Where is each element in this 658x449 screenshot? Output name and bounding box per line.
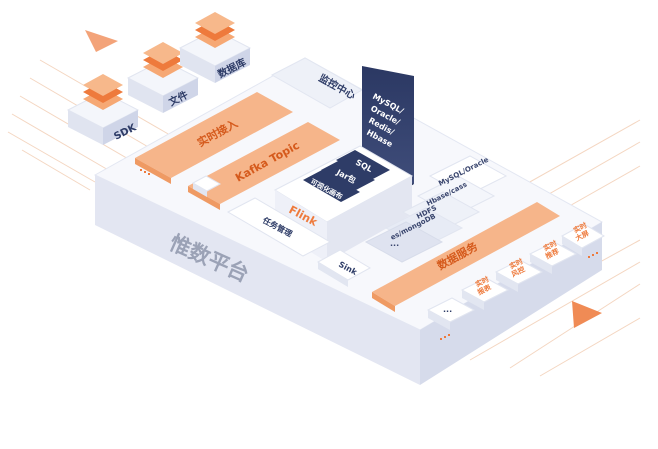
decor-arrow-left — [85, 30, 118, 52]
kafka-topic-bar: Kafka Topic — [188, 122, 340, 210]
svg-text:...: ... — [443, 305, 452, 314]
flink-chip-sql: SQL — [336, 150, 390, 180]
source-file-block: 文件 — [126, 42, 200, 113]
database-layer-icon — [195, 12, 235, 48]
realtime-access-bar: 实时接入 — [135, 92, 293, 184]
service-tile-recommend: 实时 推荐 — [528, 238, 578, 274]
storage-stack: MySQL/Oracle Hbase/cass HDFS es/mongoDB … — [364, 155, 508, 263]
source-sdk-block: SDK — [66, 74, 139, 145]
file-layer-icon — [143, 42, 183, 78]
kafka-small-cube — [191, 175, 222, 197]
decor-arrow-right — [572, 301, 602, 328]
indicator-dots — [140, 169, 598, 340]
service-tile-more: ... — [426, 297, 476, 330]
sdk-layer-icon — [83, 74, 123, 110]
task-management-slab: 任务管理 — [226, 197, 332, 257]
sink-block: Sink — [316, 249, 372, 287]
service-tile-report: 实时 报表 — [460, 274, 510, 310]
service-tile-screen: 实时 大屏 — [560, 220, 606, 256]
source-database-block: 数据库 — [178, 12, 252, 83]
storage-item-4: ... — [390, 239, 399, 248]
